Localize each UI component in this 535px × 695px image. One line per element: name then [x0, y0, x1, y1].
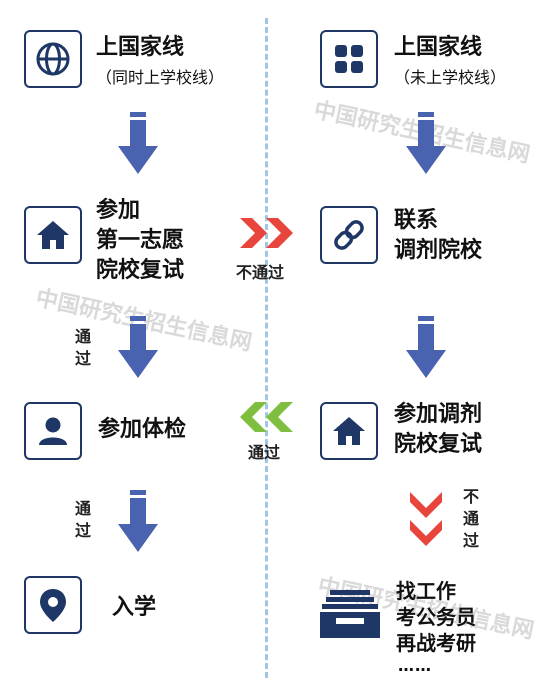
pass-label-2-c2: 过	[74, 521, 91, 540]
link-icon	[334, 220, 364, 250]
right-step3-line2: 院校复试	[394, 432, 483, 457]
right-step2-line1: 联系	[394, 208, 439, 233]
home-icon	[37, 221, 69, 249]
double-chevron-down-icon	[410, 492, 442, 546]
arrow-down-icon	[406, 112, 446, 174]
left-step3-title: 参加体检	[98, 417, 187, 442]
pass-label-1-c2: 过	[74, 349, 91, 368]
left-step2-line1: 参加	[96, 198, 141, 223]
right-step3-line1: 参加调剂	[394, 402, 483, 427]
center-divider	[265, 18, 268, 678]
pass-label-middle: 通过	[248, 443, 281, 462]
pass-label-2-c1: 通	[74, 499, 91, 518]
location-pin-icon-box	[24, 576, 82, 634]
left-step2-line3: 院校复试	[96, 258, 185, 283]
person-icon	[39, 417, 67, 445]
right-step4-line3: 再战考研	[396, 631, 476, 655]
fail-label-right-c2: 通	[462, 509, 479, 528]
left-step1-subtitle: （同时上学校线）	[96, 68, 225, 87]
right-step2-line2: 调剂院校	[394, 238, 483, 263]
right-step1-title: 上国家线	[394, 35, 483, 60]
home-icon-box	[24, 206, 82, 264]
pass-label-1-c1: 通	[74, 327, 91, 346]
fail-label-middle: 不通过	[236, 263, 285, 282]
arrow-down-icon	[118, 316, 158, 378]
home-icon	[333, 417, 365, 445]
arrow-down-icon	[118, 490, 158, 552]
person-icon-box	[24, 402, 82, 460]
right-step4-ellipsis: ……	[398, 656, 432, 675]
link-icon-box	[320, 206, 378, 264]
globe-icon	[36, 42, 70, 76]
right-step4-line1: 找工作	[396, 579, 456, 603]
fail-label-right-c1: 不	[462, 487, 479, 506]
double-chevron-right-icon	[240, 218, 293, 248]
left-step1-title: 上国家线	[96, 35, 185, 60]
left-step4-title: 入学	[112, 595, 157, 620]
right-step1-subtitle: （未上学校线）	[394, 68, 507, 87]
arrow-down-icon	[406, 316, 446, 378]
location-pin-icon	[40, 589, 66, 622]
double-chevron-left-icon	[240, 402, 293, 432]
globe-icon-box	[24, 30, 82, 88]
arrow-down-icon	[118, 112, 158, 174]
fail-label-right-c3: 过	[462, 531, 479, 550]
right-step4-line2: 考公务员	[396, 605, 476, 629]
inbox-tray-icon	[320, 590, 380, 638]
left-step2-line2: 第一志愿	[96, 228, 185, 253]
grid-icon-box	[320, 30, 378, 88]
grid-icon	[335, 45, 363, 73]
home-icon-box-right	[320, 402, 378, 460]
